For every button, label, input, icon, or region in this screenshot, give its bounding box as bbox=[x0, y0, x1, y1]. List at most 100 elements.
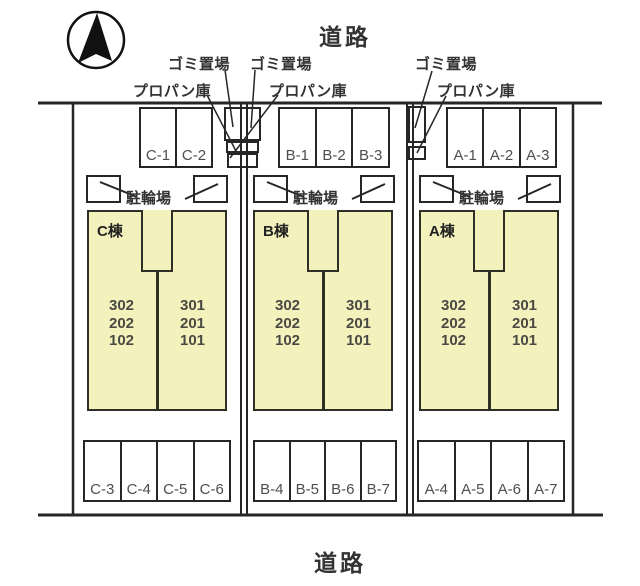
unit-number: 302 bbox=[274, 297, 301, 314]
building-b-left-units: 302 202 102 bbox=[253, 297, 322, 350]
parking-space: B-2 bbox=[314, 109, 352, 166]
building-a-divider bbox=[488, 270, 491, 411]
building-a-right-units: 301 201 101 bbox=[490, 297, 559, 350]
bicycle-area-box-c-left bbox=[86, 175, 121, 203]
parking-row-b-bottom: B-4 B-5 B-6 B-7 bbox=[253, 440, 397, 502]
parking-space-label: B-1 bbox=[285, 147, 309, 164]
parking-space: B-4 bbox=[255, 442, 289, 500]
parking-row-a-bottom: A-4 A-5 A-6 A-7 bbox=[417, 440, 565, 502]
parking-space: A-6 bbox=[490, 442, 527, 500]
unit-number: 302 bbox=[440, 297, 467, 314]
building-b-label: B棟 bbox=[263, 223, 289, 240]
road-label-top: 道路 bbox=[319, 24, 371, 50]
parking-space-label: A-3 bbox=[526, 147, 550, 164]
leader-gomi-right bbox=[414, 70, 433, 129]
compass-needle bbox=[78, 13, 112, 63]
building-c-divider bbox=[156, 270, 159, 411]
leader-propan-right bbox=[416, 95, 447, 154]
parking-space: C-6 bbox=[192, 442, 230, 500]
propane-storage-label-1: プロパン庫 bbox=[132, 83, 212, 100]
parking-space-label: C-2 bbox=[181, 147, 207, 164]
parking-row-c-top: C-1 C-2 bbox=[139, 107, 213, 168]
bike-leader-b-left bbox=[266, 181, 305, 198]
leader-propan-left-1 bbox=[206, 94, 238, 154]
propane-box-right bbox=[408, 146, 426, 160]
unit-number: 201 bbox=[345, 314, 372, 332]
building-a-left-units: 302 202 102 bbox=[419, 297, 488, 350]
parking-row-c-bottom: C-3 C-4 C-5 C-6 bbox=[83, 440, 231, 502]
unit-number: 102 bbox=[440, 332, 467, 349]
parking-space: A-1 bbox=[448, 109, 482, 166]
parking-space-label: A-4 bbox=[424, 481, 448, 498]
building-a-label: A棟 bbox=[429, 223, 455, 240]
bicycle-area-label-b: 駐輪場 bbox=[293, 190, 339, 207]
parking-space-label: C-1 bbox=[145, 147, 171, 164]
parking-space: A-7 bbox=[526, 442, 564, 500]
building-b-stairwell bbox=[307, 210, 339, 272]
bike-leader-c-right bbox=[184, 183, 219, 200]
garbage-box-left bbox=[224, 107, 261, 141]
parking-space: A-5 bbox=[453, 442, 491, 500]
garbage-area-label-3: ゴミ置場 bbox=[414, 56, 477, 73]
parking-space: B-6 bbox=[324, 442, 360, 500]
unit-number: 301 bbox=[179, 297, 206, 314]
parking-space-label: C-6 bbox=[199, 481, 224, 498]
parking-space: B-5 bbox=[288, 442, 325, 500]
parking-space: C-1 bbox=[141, 109, 175, 166]
parking-space: C-2 bbox=[175, 109, 211, 166]
building-c-right-units: 301 201 101 bbox=[158, 297, 227, 350]
unit-number: 201 bbox=[179, 314, 206, 332]
parking-space-label: B-5 bbox=[295, 481, 319, 498]
parking-space-label: A-1 bbox=[453, 147, 477, 164]
bicycle-area-box-c-right bbox=[193, 175, 228, 203]
parking-row-b-top: B-1 B-2 B-3 bbox=[278, 107, 390, 168]
parking-space-label: A-2 bbox=[489, 147, 514, 164]
propane-storage-label-3: プロパン庫 bbox=[436, 83, 516, 100]
bicycle-area-box-a-right bbox=[526, 175, 561, 203]
building-c-left-units: 302 202 102 bbox=[87, 297, 156, 350]
parking-space-label: A-5 bbox=[461, 481, 485, 498]
parking-space-label: C-5 bbox=[163, 481, 188, 498]
propane-storage-label-2: プロパン庫 bbox=[268, 83, 348, 100]
unit-number: 102 bbox=[274, 332, 301, 349]
parking-space-label: B-4 bbox=[260, 481, 284, 498]
parking-space: B-1 bbox=[280, 109, 315, 166]
parking-space-label: C-4 bbox=[126, 481, 151, 498]
garbage-box-right bbox=[408, 106, 426, 143]
building-c-stairwell bbox=[141, 210, 173, 272]
parking-space-label: A-6 bbox=[497, 481, 521, 498]
leader-propan-left-2 bbox=[229, 94, 279, 159]
garbage-area-label-2: ゴミ置場 bbox=[249, 56, 312, 73]
unit-number: 302 bbox=[108, 297, 135, 314]
bicycle-area-box-a-left bbox=[419, 175, 454, 203]
parking-space-label: B-3 bbox=[359, 147, 383, 164]
garbage-box-left-mid bbox=[226, 141, 259, 153]
parking-space: B-3 bbox=[351, 109, 388, 166]
bicycle-area-label-c: 駐輪場 bbox=[126, 190, 172, 207]
bike-leader-c-left bbox=[99, 181, 138, 198]
bicycle-area-box-b-left bbox=[253, 175, 288, 203]
parking-space: B-7 bbox=[359, 442, 396, 500]
bicycle-area-label-a: 駐輪場 bbox=[459, 190, 505, 207]
unit-number: 101 bbox=[179, 332, 206, 349]
bicycle-area-box-b-right bbox=[360, 175, 395, 203]
bike-leader-a-right bbox=[517, 183, 552, 200]
building-b-divider bbox=[322, 270, 325, 411]
unit-number: 202 bbox=[274, 314, 301, 332]
unit-number: 201 bbox=[511, 314, 538, 332]
leader-gomi-left-1 bbox=[224, 69, 234, 128]
parking-space: A-4 bbox=[419, 442, 454, 500]
parking-space-label: B-6 bbox=[331, 481, 355, 498]
unit-number: 101 bbox=[511, 332, 538, 349]
unit-number: 101 bbox=[345, 332, 372, 349]
unit-number: 102 bbox=[108, 332, 135, 349]
parking-space-label: A-7 bbox=[534, 481, 558, 498]
bike-leader-a-left bbox=[432, 181, 471, 198]
parking-space: C-5 bbox=[156, 442, 193, 500]
unit-number: 202 bbox=[440, 314, 467, 332]
parking-space: A-2 bbox=[482, 109, 518, 166]
parking-space-label: C-3 bbox=[90, 481, 115, 498]
building-b-right-units: 301 201 101 bbox=[324, 297, 393, 350]
compass-circle bbox=[66, 10, 126, 70]
